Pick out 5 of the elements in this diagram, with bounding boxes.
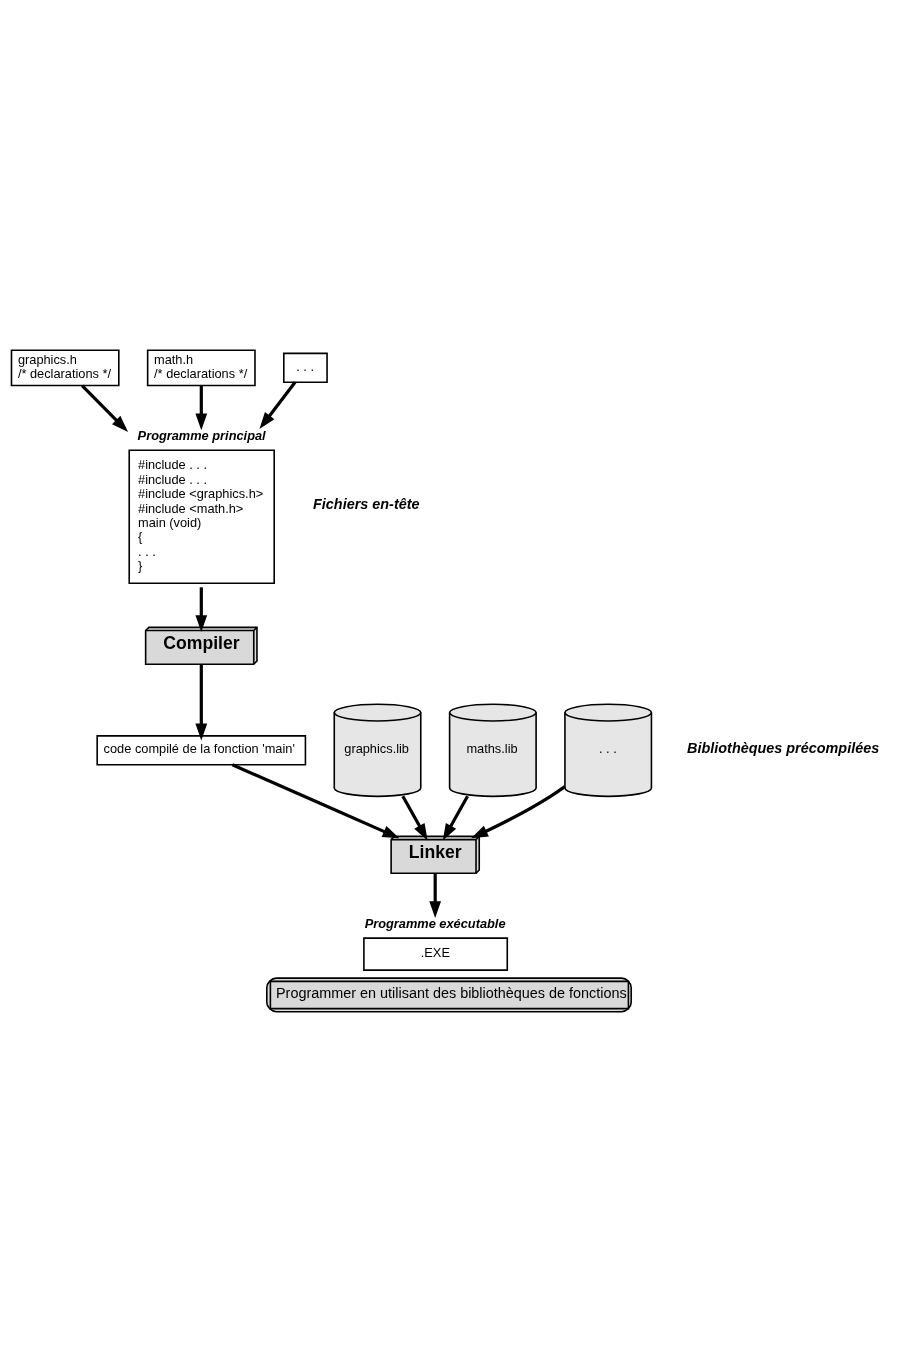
node-label: Programme exécutable (364, 915, 506, 931)
label: Bibliothèques précompilées (687, 739, 880, 756)
caption: Programmer en utilisant des bibliothèques de fonctions (275, 985, 627, 1001)
node-label: Programme principal (137, 427, 266, 443)
label: Fichiers en-tête (313, 495, 420, 512)
